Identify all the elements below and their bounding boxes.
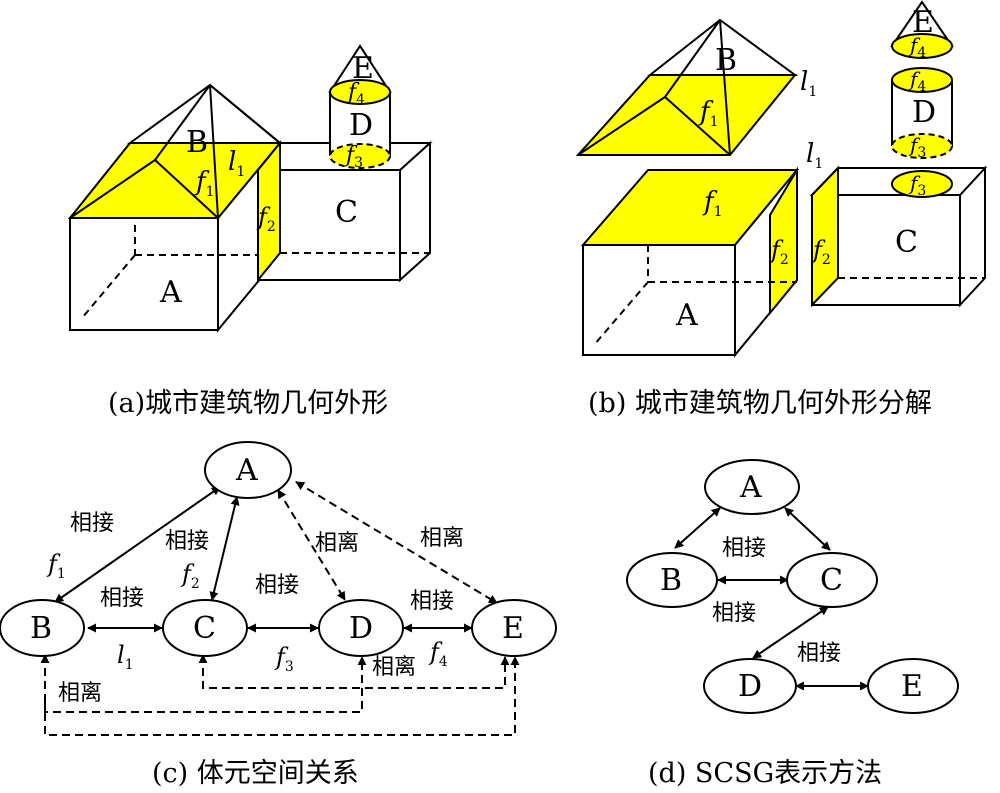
label-l1-roof: l1 [800, 67, 817, 100]
label-b: B [186, 125, 208, 160]
node-c [786, 552, 878, 608]
block-a-hidden-edge [81, 254, 136, 319]
caption-c: (c) 体元空间关系 [152, 758, 359, 789]
label-b: B [715, 43, 737, 78]
label-c: C [895, 225, 918, 260]
rel-a-d: 相离 [315, 531, 359, 556]
label-c: C [335, 195, 358, 230]
node-b [0, 599, 85, 657]
label-a: A [159, 275, 182, 310]
node-e-label: E [502, 611, 524, 646]
node-b-label: B [660, 563, 682, 598]
label-f3: f3 [274, 643, 294, 675]
caption-b: (b) 城市建筑物几何外形分解 [588, 388, 932, 419]
block-a-front-face [69, 217, 219, 331]
label-a: A [675, 298, 698, 333]
face-f3 [329, 143, 391, 169]
face-f3-bottom [891, 170, 953, 198]
node-e-label: E [901, 669, 923, 704]
face-f3-top [891, 133, 953, 159]
label-d: D [912, 95, 936, 130]
rel-b-c: 相接 [100, 586, 144, 611]
rel-d-e: 相接 [410, 589, 454, 614]
label-l1: l1 [228, 147, 245, 180]
rel-a-c: 相接 [165, 529, 209, 554]
rel-b-d: 相离 [58, 681, 102, 706]
panel-c-graph [0, 441, 557, 736]
panel-c-labels: A B C D E 相接 相接 相接 相接 相接 相离 相离 相离 相离 f1 … [30, 453, 524, 706]
edge-c-d [752, 606, 829, 659]
block-b-ridge-edge [577, 96, 666, 156]
node-a [204, 441, 292, 499]
panel-d-graph [626, 459, 959, 714]
label-f1: f1 [46, 550, 66, 582]
edge-b-d [40, 654, 367, 713]
panel-a [67, 44, 433, 333]
node-a-label: A [739, 470, 762, 505]
node-c-label: C [820, 563, 843, 598]
block-b-ridge-edge [664, 96, 731, 156]
block-b-ridge-edge [664, 19, 721, 98]
face-f4-top [891, 67, 953, 93]
rel-a-b: 相接 [70, 511, 114, 536]
block-a-front-face [582, 244, 736, 356]
label-f2: f2 [180, 560, 200, 592]
node-c-label: C [193, 611, 216, 646]
block-b-ridge-edge [69, 159, 156, 219]
label-e: E [912, 5, 934, 40]
node-e [471, 599, 557, 657]
node-a [704, 459, 800, 515]
edge-a-b [54, 486, 221, 603]
face-f4-cone [891, 33, 953, 59]
node-d [703, 658, 797, 714]
node-d [318, 599, 404, 657]
edge-a-c [209, 496, 240, 601]
node-c [162, 599, 248, 657]
edge-c-e [198, 654, 510, 689]
panel-d-labels: A B C D E 相接 相接 相接 [660, 470, 923, 704]
block-b-ridge-edge [154, 84, 211, 161]
caption-d: (d) SCSG表示方法 [648, 758, 882, 789]
edge-b-e [44, 656, 520, 736]
node-e [867, 658, 959, 714]
caption-a: (a)城市建筑物几何外形 [108, 388, 388, 419]
rel-a-e: 相离 [420, 526, 464, 551]
label-f4: f4 [428, 638, 448, 670]
rel-c-d: 相接 [255, 573, 299, 598]
label-l1: l1 [117, 641, 134, 673]
block-b-ridge-edge [209, 84, 219, 219]
face-f4 [329, 79, 391, 105]
block-b-ridge-edge [154, 159, 219, 219]
block-b-ridge-edge [209, 84, 281, 144]
rel-d-e: 相接 [797, 641, 841, 666]
rel-c-e: 相离 [372, 655, 416, 680]
node-d-label: D [738, 669, 762, 704]
block-a-hidden-edge [593, 281, 649, 346]
node-b-label: B [30, 611, 52, 646]
label-l1-cube: l1 [806, 139, 823, 172]
node-a-label: A [235, 453, 258, 488]
edge-a-b [674, 507, 721, 549]
rel-b-c-top: 相接 [722, 536, 766, 561]
edge-a-c [784, 507, 831, 551]
edge-a-e [295, 481, 498, 604]
label-e: E [352, 51, 374, 86]
label-d: D [349, 108, 373, 143]
panel-a-labels: A B C D E f1 l1 f2 f3 f4 [159, 51, 374, 310]
node-b [626, 552, 718, 608]
block-b-ridge-edge [719, 19, 731, 156]
rel-c-d: 相接 [712, 601, 756, 626]
node-d-label: D [349, 611, 373, 646]
face-f2-b-fill [769, 166, 798, 316]
panel-b [575, 0, 988, 358]
